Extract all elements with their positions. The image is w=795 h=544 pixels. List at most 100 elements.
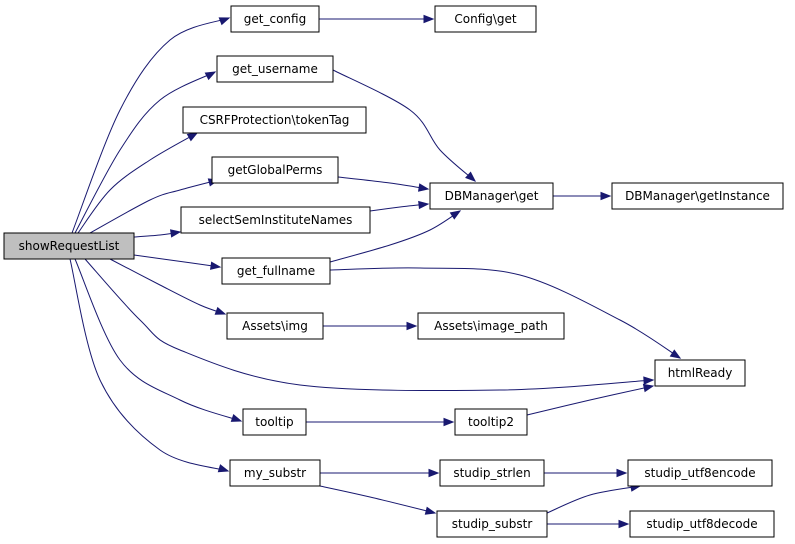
arrowhead-icon	[218, 17, 231, 26]
node-selectSemInstituteNames[interactable]: selectSemInstituteNames	[180, 206, 371, 234]
node-label: Assets\image_path	[434, 319, 548, 333]
edge-showRequestList-to-selectSemInstituteNames	[133, 229, 182, 238]
node-box	[3, 232, 135, 260]
edge-line	[337, 176, 429, 190]
edge-line	[526, 385, 654, 416]
edge-getGlobalPerms-to-dbmanager_get	[337, 176, 430, 192]
arrowhead-icon	[214, 306, 227, 315]
edge-showRequestList-to-csrf_tokenTag	[77, 132, 199, 234]
node-get_fullname[interactable]: get_fullname	[221, 257, 331, 285]
node-label: studip_strlen	[453, 466, 530, 480]
node-box	[230, 5, 320, 33]
node-box	[180, 206, 371, 234]
edge-line	[319, 485, 436, 514]
node-htmlReady[interactable]: htmlReady	[654, 359, 746, 387]
edge-line	[133, 254, 221, 268]
edge-showRequestList-to-htmlReady	[84, 258, 655, 392]
node-label: tooltip2	[468, 415, 514, 429]
node-box	[439, 459, 545, 487]
node-label: tooltip	[255, 415, 293, 429]
arrowhead-icon	[406, 321, 418, 331]
edge-line	[89, 179, 219, 234]
node-box	[627, 459, 773, 487]
edge-selectSemInstituteNames-to-dbmanager_get	[369, 200, 430, 212]
edge-my_substr-to-studip_strlen	[320, 468, 440, 478]
node-studip_utf8encode[interactable]: studip_utf8encode	[627, 459, 773, 487]
arrowhead-icon	[170, 229, 182, 238]
edge-line	[109, 258, 226, 315]
node-label: Assets\img	[242, 319, 308, 333]
node-label: CSRFProtection\tokenTag	[200, 113, 350, 127]
node-showRequestList[interactable]: showRequestList	[3, 232, 135, 260]
arrowhead-icon	[210, 261, 222, 270]
node-get_username[interactable]: get_username	[216, 55, 334, 83]
arrowhead-icon	[669, 349, 682, 359]
node-box	[429, 182, 554, 210]
edge-get_config-to-config_get	[318, 14, 435, 24]
arrowhead-icon	[618, 519, 630, 529]
edge-studip_strlen-to-studip_utf8encode	[544, 468, 628, 478]
edge-line	[332, 69, 476, 182]
edge-showRequestList-to-get_fullname	[133, 254, 222, 270]
node-box	[211, 156, 339, 184]
node-dbmanager_getInstance[interactable]: DBManager\getInstance	[611, 182, 784, 210]
node-assets_image_path[interactable]: Assets\image_path	[417, 312, 565, 340]
node-label: my_substr	[244, 466, 306, 480]
arrowhead-icon	[230, 413, 243, 422]
arrowhead-icon	[424, 506, 437, 515]
node-label: htmlReady	[668, 366, 733, 380]
node-studip_substr[interactable]: studip_substr	[436, 510, 548, 538]
node-tooltip2[interactable]: tooltip2	[454, 408, 528, 436]
arrowhead-icon	[642, 383, 655, 393]
edge-layer	[69, 14, 682, 529]
node-label: showRequestList	[19, 239, 120, 253]
edge-showRequestList-to-assets_img	[109, 258, 227, 315]
edge-studip_substr-to-studip_utf8encode	[546, 483, 642, 514]
node-csrf_tokenTag[interactable]: CSRFProtection\tokenTag	[182, 106, 367, 134]
edge-get_username-to-dbmanager_get	[332, 69, 477, 182]
node-get_config[interactable]: get_config	[230, 5, 320, 33]
edge-my_substr-to-studip_substr	[319, 485, 437, 515]
node-box	[221, 257, 331, 285]
arrowhead-icon	[204, 71, 217, 81]
node-dbmanager_get[interactable]: DBManager\get	[429, 182, 554, 210]
edge-line	[546, 485, 641, 514]
edge-line	[71, 17, 230, 234]
edge-showRequestList-to-get_username	[74, 71, 217, 234]
node-box	[417, 312, 565, 340]
node-box	[629, 510, 775, 538]
node-assets_img[interactable]: Assets\img	[226, 312, 324, 340]
node-box	[226, 312, 324, 340]
node-label: studip_substr	[452, 517, 533, 531]
arrowhead-icon	[443, 417, 455, 427]
arrowhead-icon	[428, 468, 440, 478]
node-tooltip[interactable]: tooltip	[242, 408, 307, 436]
node-studip_strlen[interactable]: studip_strlen	[439, 459, 545, 487]
edge-studip_substr-to-studip_utf8decode	[547, 519, 630, 529]
edge-line	[74, 258, 242, 422]
edge-line	[74, 71, 216, 234]
arrowhead-icon	[449, 210, 462, 220]
edge-get_fullname-to-dbmanager_get	[329, 210, 462, 263]
node-layer: showRequestList get_config Config\get get_u…	[3, 5, 784, 538]
node-box	[182, 106, 367, 134]
node-label: selectSemInstituteNames	[199, 213, 353, 227]
node-box	[611, 182, 784, 210]
edge-line	[77, 132, 198, 234]
node-label: Config\get	[454, 12, 517, 26]
edge-line	[69, 258, 229, 472]
edge-showRequestList-to-get_config	[71, 17, 231, 234]
node-label: getGlobalPerms	[228, 163, 323, 177]
arrowhead-icon	[217, 464, 230, 473]
node-getGlobalPerms[interactable]: getGlobalPerms	[211, 156, 339, 184]
arrowhead-icon	[417, 183, 430, 192]
arrowhead-icon	[643, 376, 655, 385]
node-studip_utf8decode[interactable]: studip_utf8decode	[629, 510, 775, 538]
arrowhead-icon	[616, 468, 628, 478]
arrowhead-icon	[423, 14, 435, 24]
arrowhead-icon	[600, 191, 612, 201]
node-my_substr[interactable]: my_substr	[229, 459, 321, 487]
node-config_get[interactable]: Config\get	[434, 5, 537, 33]
node-label: get_username	[232, 62, 318, 76]
node-box	[229, 459, 321, 487]
